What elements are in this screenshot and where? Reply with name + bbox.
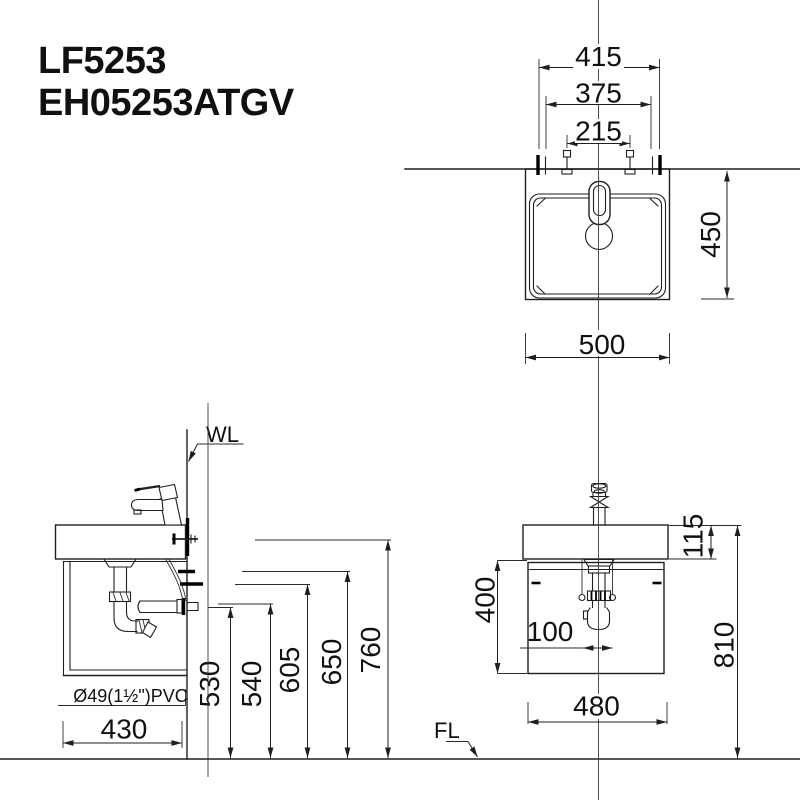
annotations: LF5253 EH05253ATGV 415 375 215 450 500 W…	[38, 40, 740, 745]
chamfer-line	[649, 285, 659, 295]
dim-label-375: 375	[575, 78, 622, 109]
wall-fitting	[176, 598, 183, 614]
lever-top	[588, 495, 610, 503]
cabinet-box	[527, 561, 665, 675]
faucet-pivot	[158, 483, 179, 502]
floor-line-label: FL	[434, 718, 460, 743]
nut-ribs	[590, 591, 606, 600]
supply-valve-left	[578, 593, 586, 602]
chamfer-line	[536, 285, 546, 295]
faucet-plan	[588, 180, 611, 226]
text-masks	[568, 44, 630, 719]
supply-hose	[165, 558, 184, 603]
outlet-tip	[141, 621, 158, 639]
faucet-side	[130, 483, 183, 526]
lever-tip	[134, 487, 141, 492]
faucet-lever	[137, 484, 161, 491]
drain-flange	[103, 558, 137, 568]
bowl-corner-chamfers	[536, 197, 659, 295]
faucet-front	[588, 482, 610, 526]
wall-line-label: WL	[206, 422, 239, 447]
dim-label-540: 540	[236, 661, 267, 708]
pipe-end-cap	[137, 600, 141, 614]
elbow-outer	[113, 600, 138, 633]
dim-label-215: 215	[575, 116, 622, 147]
dimension-lines	[58, 59, 742, 758]
dim-label-760: 760	[355, 627, 386, 674]
dim-label-115: 115	[678, 514, 709, 559]
lever-bottom	[588, 501, 610, 509]
wl-leader	[188, 443, 198, 462]
dim-label-430: 430	[101, 714, 148, 745]
cap-ring	[593, 489, 605, 494]
elbow-inner	[125, 600, 139, 622]
spout-outlet	[133, 509, 142, 515]
bolt-flange-left	[561, 168, 573, 175]
drain-hole-plan	[584, 221, 614, 251]
dim-label-605: 605	[274, 647, 305, 694]
supply-valve-right	[608, 593, 617, 602]
dim-label-810: 810	[709, 622, 740, 669]
chamfer-line	[536, 197, 546, 207]
dim-label-500: 500	[579, 329, 626, 360]
dim-label-415: 415	[575, 41, 622, 72]
in-wall-stub	[186, 601, 199, 612]
cabinet-side	[62, 560, 187, 677]
dim-label-400: 400	[470, 577, 501, 624]
dim-label-650: 650	[316, 639, 347, 686]
nut-hatch	[112, 592, 130, 602]
basin-outline-plan	[524, 168, 671, 301]
cabinet-front	[527, 561, 665, 675]
dim-label-100: 100	[527, 616, 574, 647]
wall-outlet-pipe	[139, 600, 178, 614]
product-code-1: LF5253	[38, 40, 166, 82]
p-trap-side	[103, 558, 199, 639]
faucet-spout-plan	[592, 184, 607, 217]
cleanout-tab	[582, 610, 589, 620]
dim-label-450: 450	[695, 211, 726, 258]
counter-section-side	[54, 524, 187, 560]
bolt-head-right	[625, 149, 635, 158]
wall-brackets-plan	[536, 155, 662, 175]
basin-front	[522, 524, 669, 560]
trap-nut	[108, 591, 132, 603]
fl-leader	[467, 741, 478, 758]
chamfer-line	[649, 197, 659, 207]
drain-pipe-label: Ø49(1½")PVC	[73, 686, 187, 706]
dim-label-480: 480	[573, 691, 620, 722]
supply-hose	[168, 558, 187, 602]
product-code-2: EH05253ATGV	[38, 82, 295, 124]
mounting-bolts-plan	[561, 149, 636, 175]
bolt-flange-right	[624, 168, 636, 175]
flange-nut	[587, 565, 611, 574]
bolt-head-left	[562, 149, 572, 158]
top-view	[404, 149, 800, 301]
dim-label-530: 530	[194, 661, 225, 708]
cap-top	[592, 483, 607, 489]
side-view	[54, 429, 203, 760]
faucet-spout	[130, 498, 164, 512]
